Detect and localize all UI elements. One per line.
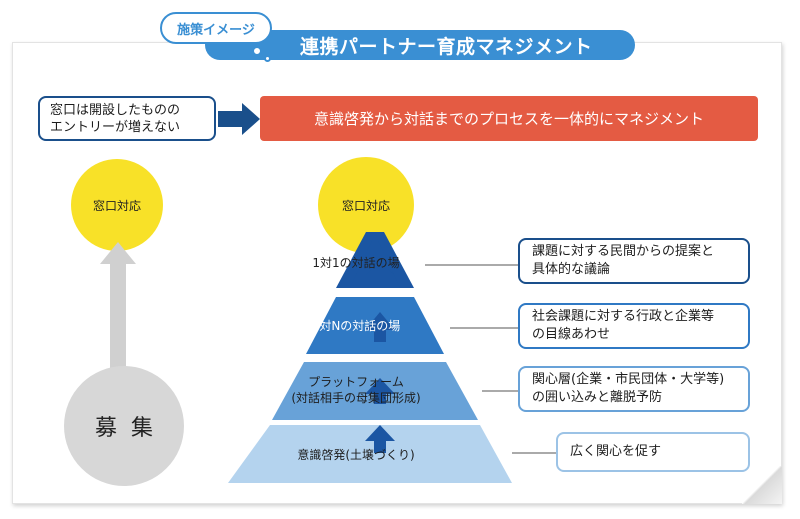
- right-arrow-icon: [218, 103, 260, 135]
- level-label-line: プラットフォーム: [308, 375, 404, 389]
- description-box-1: 課題に対する民間からの提案と 具体的な議論: [518, 238, 750, 284]
- problem-line: エントリーが増えない: [50, 119, 181, 135]
- pyramid: [228, 232, 518, 483]
- reception-label: 窓口対応: [341, 198, 390, 213]
- problem-box: 窓口は開設したものの エントリーが増えない: [38, 96, 216, 141]
- description-line: 具体的な議論: [532, 262, 611, 277]
- level-label-line: (対話相手の母集団形成): [291, 391, 421, 405]
- problem-line: 窓口は開設したものの: [50, 102, 181, 118]
- level-up-arrow-icon: [365, 260, 395, 288]
- level-label-line: 意識啓発(土壌づくり): [297, 448, 415, 462]
- level-label-line: 1対Nの対話の場: [311, 319, 401, 333]
- description-line: 社会課題に対する行政と企業等: [532, 309, 715, 324]
- page-title: 連携パートナー育成マネジメント: [205, 30, 635, 60]
- level-up-arrow-icon: [365, 425, 395, 453]
- level-1-label: 1対1の対話の場: [276, 255, 436, 271]
- description-line: の囲い込みと離脱予防: [532, 390, 663, 405]
- bubble-tail-dot: [264, 55, 271, 62]
- connector-line-4: [512, 452, 556, 454]
- level-3-label: プラットフォーム (対話相手の母集団形成): [276, 374, 436, 406]
- level-4-label: 意識啓発(土壌づくり): [256, 447, 456, 463]
- reception-label: 窓口対応: [92, 198, 141, 213]
- concept-bubble: 施策イメージ: [160, 12, 272, 44]
- level-up-arrow-icon: [365, 378, 395, 404]
- solution-banner: 意識啓発から対話までのプロセスを一体的にマネジメント: [260, 96, 758, 141]
- page-curl: [742, 466, 782, 504]
- pyramid-level-4: [228, 425, 512, 483]
- description-line: 広く関心を促す: [570, 444, 662, 459]
- description-box-2: 社会課題に対する行政と企業等 の目線あわせ: [518, 303, 750, 349]
- description-line: 関心層(企業・市民団体・大学等): [532, 372, 725, 387]
- description-box-3: 関心層(企業・市民団体・大学等) の囲い込みと離脱予防: [518, 366, 750, 412]
- recruitment-circle: 募集: [64, 366, 184, 486]
- level-label-line: 1対1の対話の場: [312, 256, 400, 270]
- reception-circle-pyramid: 窓口対応: [318, 157, 414, 253]
- description-box-4: 広く関心を促す: [556, 432, 750, 472]
- up-arrow-icon: [100, 242, 136, 370]
- description-line: の目線あわせ: [532, 327, 611, 342]
- bubble-tail-dot: [252, 46, 262, 56]
- level-2-label: 1対Nの対話の場: [276, 318, 436, 334]
- description-line: 課題に対する民間からの提案と: [532, 244, 715, 259]
- level-up-arrow-icon: [365, 312, 395, 342]
- reception-circle-left: 窓口対応: [71, 159, 163, 251]
